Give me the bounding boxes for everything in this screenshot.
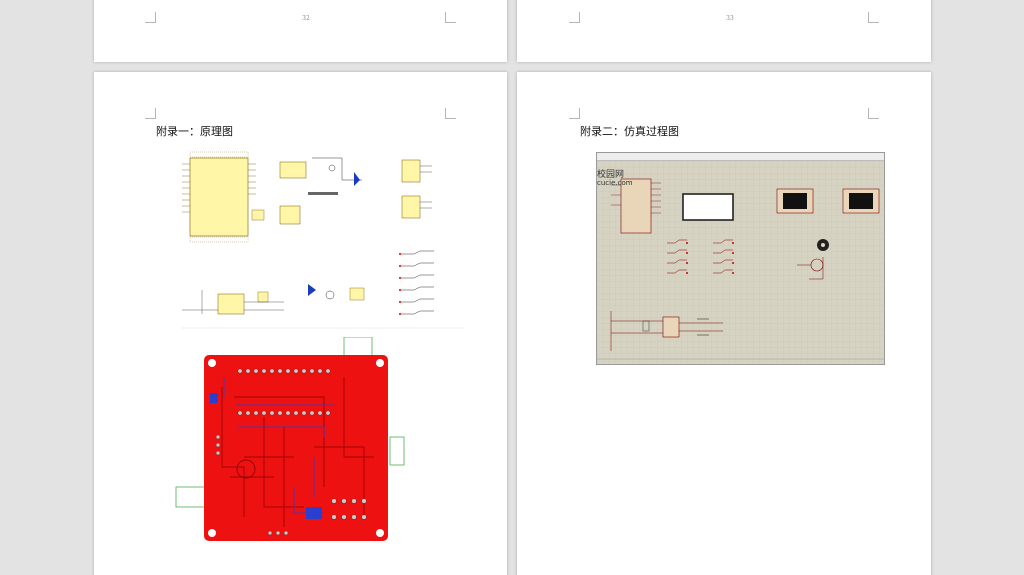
corner-mark-icon (569, 12, 580, 23)
corner-mark-icon (868, 12, 879, 23)
pcb-figure (175, 337, 405, 541)
corner-mark-icon (569, 108, 580, 119)
page-number: 33 (726, 15, 734, 22)
simulation-toolbar (597, 153, 884, 161)
simulation-canvas (597, 161, 884, 364)
corner-mark-icon (145, 12, 156, 23)
page-appendix-2: 附录二：仿真过程图 (517, 72, 931, 575)
corner-mark-icon (868, 108, 879, 119)
appendix-1-heading: 附录一：原理图 (156, 125, 233, 138)
corner-mark-icon (445, 108, 456, 119)
schematic-figure (182, 151, 464, 329)
corner-mark-icon (145, 108, 156, 119)
watermark-main: 校园网 (597, 170, 625, 180)
simulation-figure: 校园网 cucie.com (596, 152, 885, 365)
page-33: 33 (517, 0, 931, 62)
page-number: 32 (302, 15, 310, 22)
page-appendix-1: 附录一：原理图 (94, 72, 507, 575)
watermark: 校园网 cucie.com (597, 171, 633, 187)
appendix-2-heading: 附录二：仿真过程图 (580, 125, 679, 138)
corner-mark-icon (445, 12, 456, 23)
watermark-sub: cucie.com (597, 179, 633, 187)
page-32: 32 (94, 0, 507, 62)
